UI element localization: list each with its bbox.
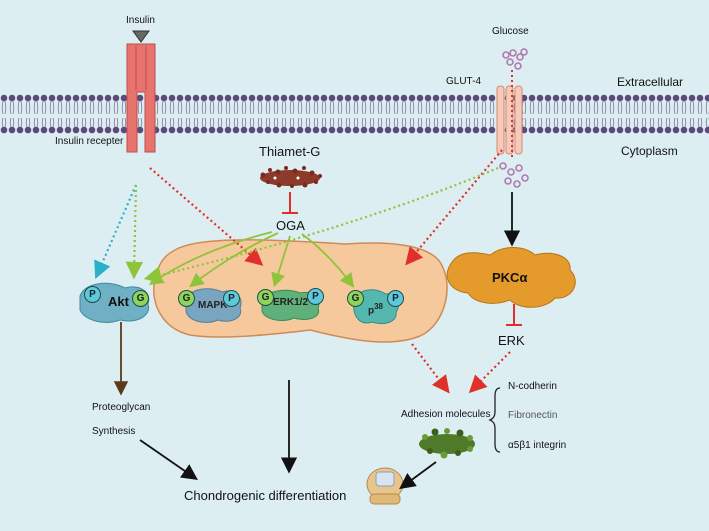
extracellular-label: Extracellular [617, 75, 684, 89]
arrow-receptor-complex-red [149, 167, 264, 266]
knee-joint-image [366, 467, 404, 505]
p38-glcnac-badge: G [347, 290, 364, 307]
pkc-erk-inhibition [506, 304, 522, 326]
arrow-oga-erk [271, 235, 291, 288]
insulin-receptor-shape [126, 43, 156, 153]
mapk-glcnac-badge: G [178, 290, 195, 307]
mapk-phospho-badge: P [223, 290, 240, 307]
adhesion-cluster [419, 428, 475, 459]
erk12-glcnac-badge: G [257, 289, 274, 306]
synthesis-label: Synthesis [92, 426, 136, 437]
insulin-receptor-label: Insulin recepter [55, 136, 124, 147]
erk12-phospho-badge: P [307, 288, 324, 305]
arrow-glut4-complex-red [405, 149, 503, 266]
erk-label: ERK [498, 333, 525, 348]
p38-phospho-badge: P [387, 290, 404, 307]
cytoplasm-label: Cytoplasm [621, 144, 678, 158]
erk12-shape [261, 289, 320, 321]
oga-label: OGA [276, 218, 305, 233]
pkc-label: PKCα [492, 270, 528, 285]
arrow-receptor-akt-cyan [94, 184, 138, 280]
arrow-adhesion-knee [399, 461, 437, 490]
arrow-complex-adhesion [411, 343, 450, 394]
arrow-glut4-akt-green [143, 166, 499, 284]
fibronectin-label: Fibronectin [508, 410, 558, 421]
thiamet-g-label: Thiamet-G [259, 144, 321, 159]
n-cadherin-label: N-codherin [508, 381, 557, 392]
proteoglycan-label: Proteoglycan [92, 402, 151, 413]
p38-label: p38 [368, 302, 383, 316]
chondrogenic-label: Chondrogenic differentiation [184, 488, 347, 503]
glucose-label: Glucose [492, 26, 529, 37]
insulin-label: Insulin [126, 15, 155, 26]
integrin-label: α5β1 integrin [508, 440, 567, 451]
erk12-label: ERK1/2 [273, 297, 309, 308]
arrow-erk-adhesion [468, 351, 511, 394]
glut4-label: GLUT-4 [446, 76, 482, 87]
cell-membrane [0, 94, 709, 134]
arrow-receptor-akt-green [125, 184, 144, 280]
arrow-oga-p38 [301, 233, 355, 288]
akt-glcnac-badge: G [132, 290, 149, 307]
thiamet-inhibition [282, 192, 298, 214]
arrow-oga-mapk [189, 232, 279, 288]
mapk-label: MAPK [198, 300, 228, 311]
pkc-shape [446, 247, 576, 308]
glucose-molecules [499, 48, 529, 188]
adhesion-brace [488, 387, 501, 453]
adhesion-molecules-label: Adhesion molecules [401, 409, 491, 420]
glut4-transporter [496, 85, 523, 155]
p38-label-base: p [368, 305, 375, 317]
arrow-synthesis-chondrogenic [139, 439, 198, 481]
insulin-triangle [132, 30, 150, 43]
p38-label-sup: 38 [374, 302, 384, 311]
akt-label: Akt [108, 294, 129, 309]
arrow-oga-akt [149, 231, 273, 286]
akt-phospho-badge: P [84, 286, 101, 303]
thiamet-g-cloud [260, 166, 322, 188]
